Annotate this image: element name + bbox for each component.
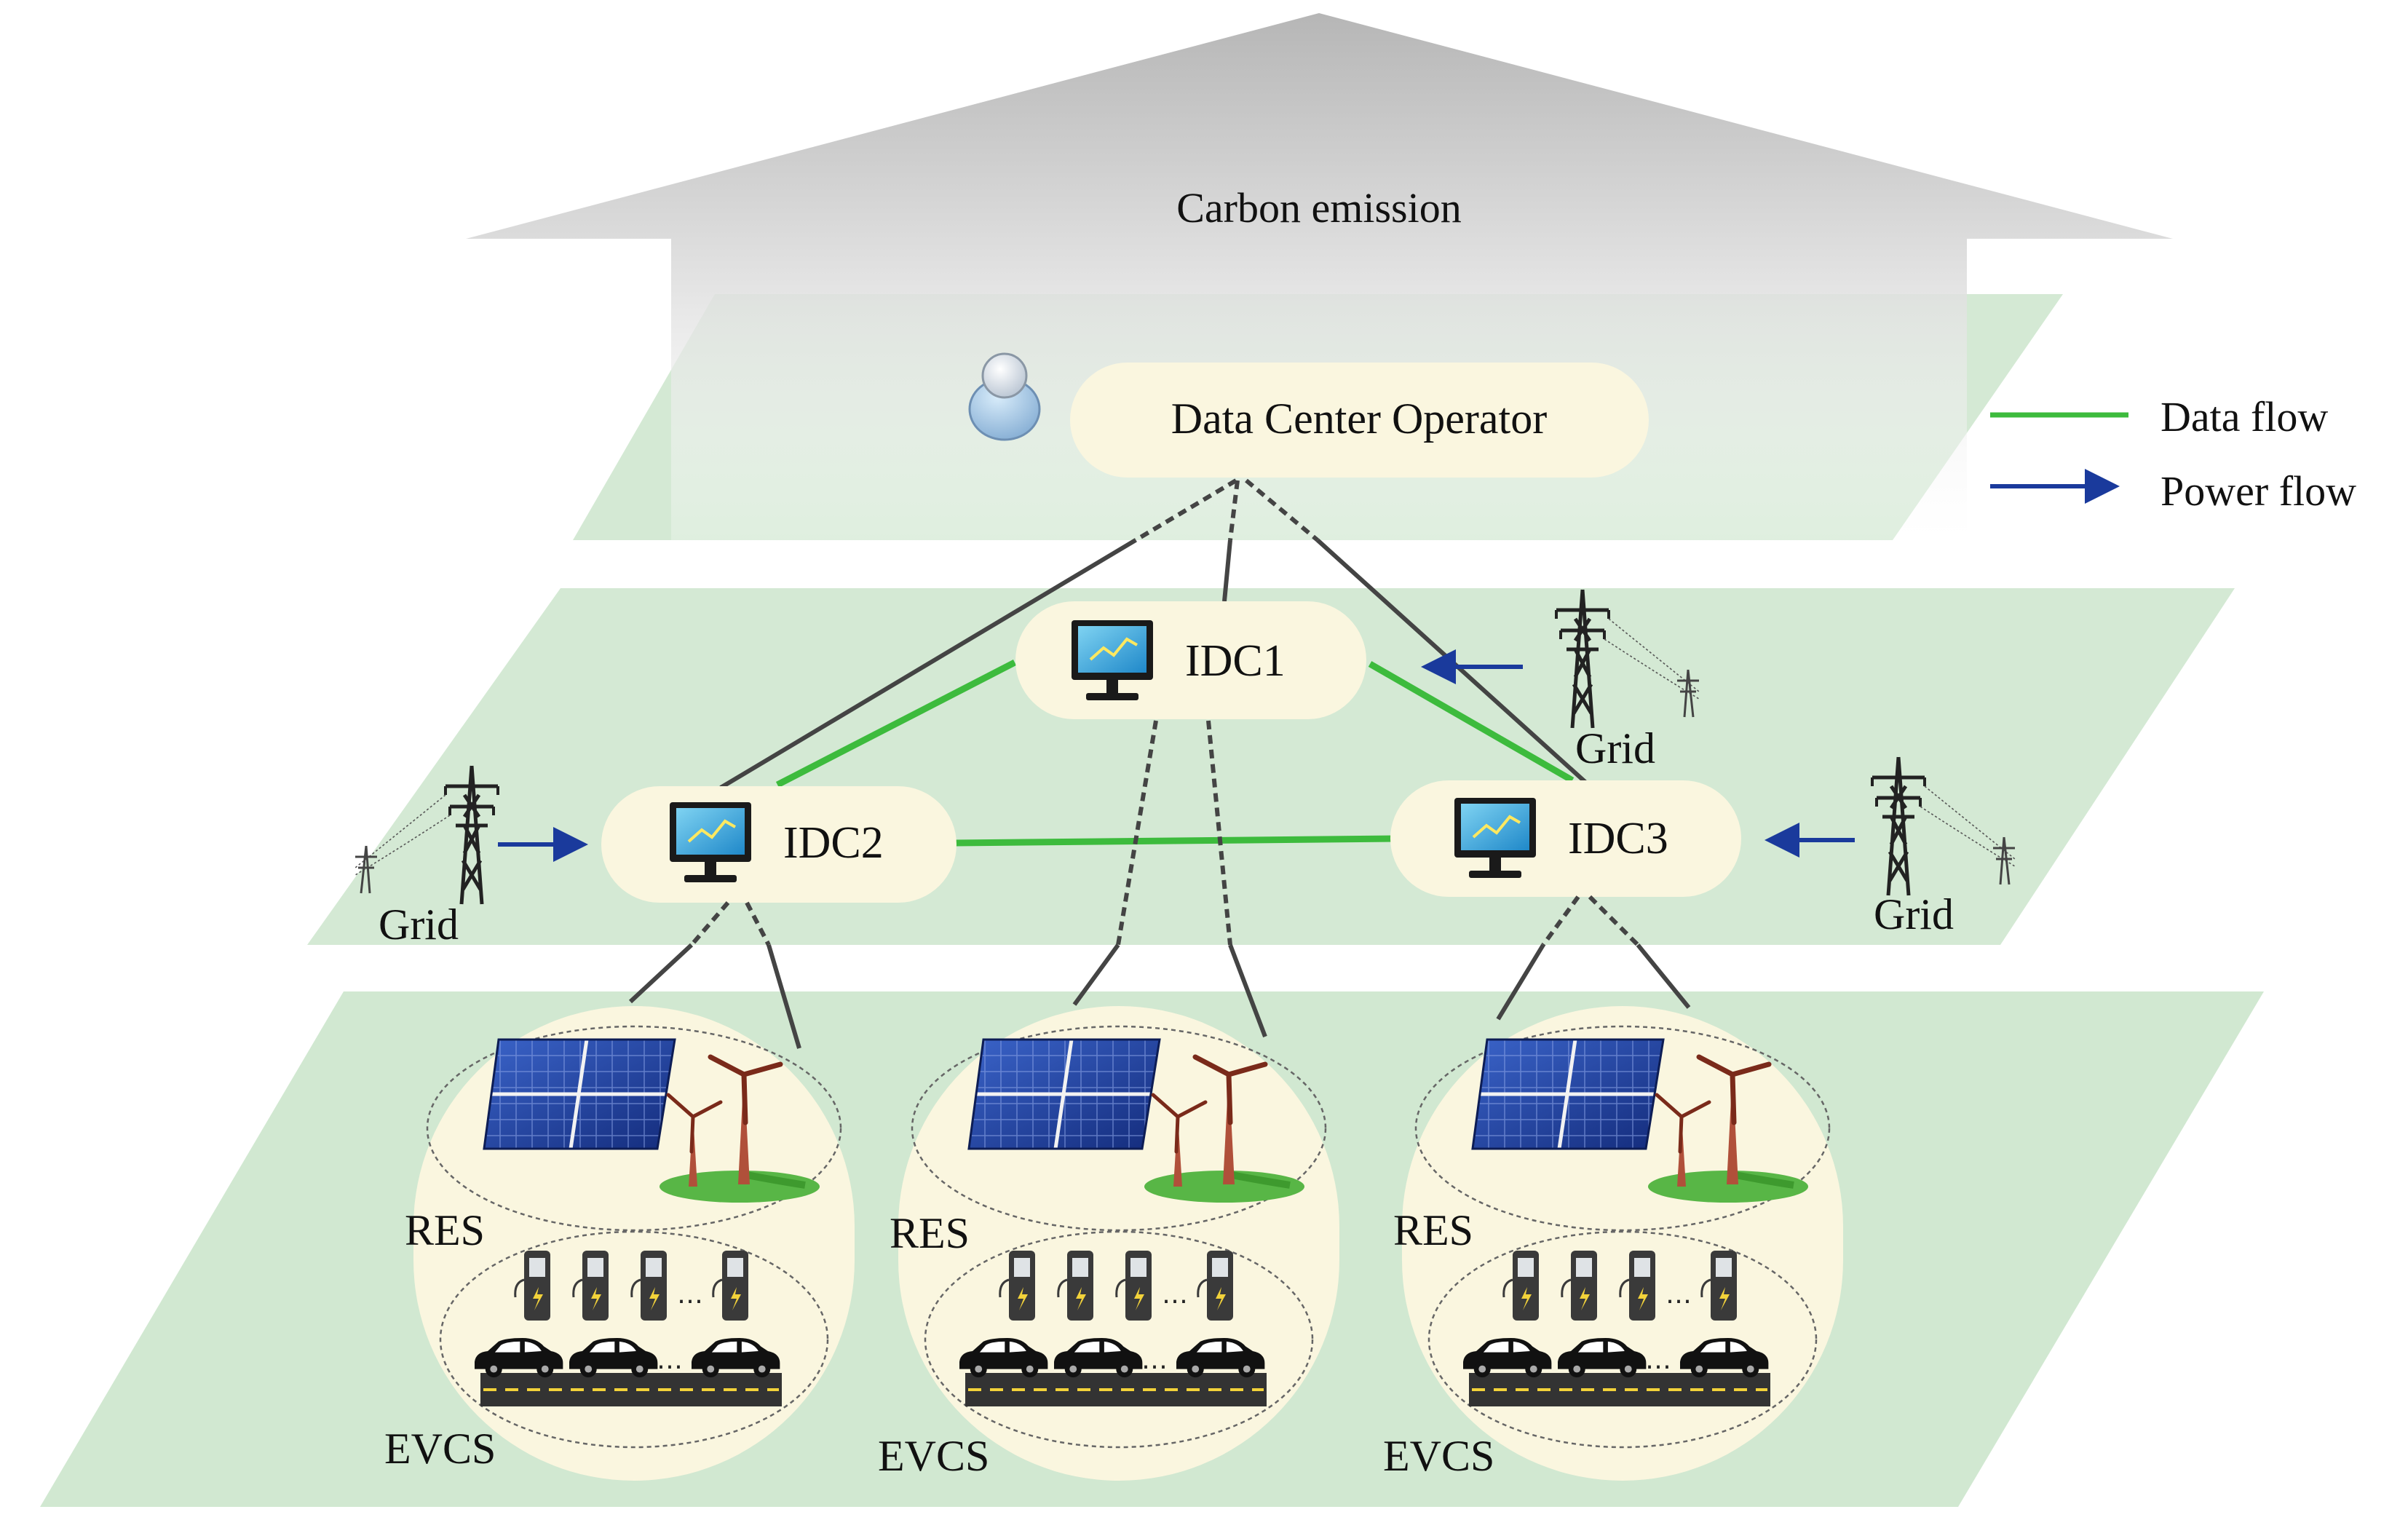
- legend-power-flow-label: Power flow: [2161, 467, 2356, 515]
- data-flow-links: [775, 659, 1575, 847]
- site-3-res-label: RES: [1393, 1206, 1473, 1254]
- site-1-res-label: RES: [405, 1206, 485, 1254]
- site-2-res-area: [911, 1025, 1327, 1232]
- site-2-res-label: RES: [890, 1209, 970, 1257]
- grid-right-label: Grid: [1874, 890, 1954, 938]
- site-3: RES … … EVCS: [1383, 1006, 1843, 1481]
- idc2-node: IDC2: [601, 786, 957, 903]
- idc1-label: IDC1: [1185, 636, 1286, 686]
- site-3-evcs-label: EVCS: [1383, 1432, 1494, 1480]
- site-2-evcs-label: EVCS: [878, 1432, 989, 1480]
- data-center-operator-node: [1070, 363, 1649, 478]
- carbon-emission-title: Carbon emission: [1176, 184, 1461, 231]
- svg-text:…: …: [1162, 1280, 1188, 1310]
- site-2-evcs-area: [924, 1230, 1314, 1449]
- site-1-evcs-label: EVCS: [384, 1425, 496, 1473]
- data-center-operator-label: Data Center Operator: [1171, 395, 1547, 443]
- site-3-evcs-area: [1427, 1230, 1818, 1449]
- grid-left: Grid: [355, 766, 588, 949]
- operator-person-icon: [968, 352, 1041, 441]
- site-3-solar-panel-icon: [1473, 1040, 1663, 1149]
- idc3-node: IDC3: [1390, 780, 1741, 897]
- site-1-evcs-area: [439, 1230, 829, 1449]
- site-3-charging-piles: …: [1502, 1249, 1738, 1322]
- site-2-charging-piles: …: [999, 1249, 1235, 1322]
- grid-top: Grid: [1421, 590, 1699, 772]
- legend-data-flow-label: Data flow: [2161, 393, 2328, 440]
- grid-left-label: Grid: [379, 900, 459, 949]
- site-1-res-area: [426, 1025, 842, 1232]
- idc-site-links: [628, 720, 1691, 1049]
- site-1-solar-panel-icon: [484, 1040, 675, 1149]
- svg-text:…: …: [1645, 1345, 1671, 1375]
- idc2-label: IDC2: [783, 818, 884, 868]
- site-1-charging-piles: …: [514, 1249, 750, 1322]
- legend: Data flow Power flow: [1990, 393, 2356, 515]
- idc1-node: IDC1: [1015, 601, 1366, 719]
- svg-text:…: …: [677, 1280, 703, 1310]
- site-1: RES … … EVCS: [384, 1006, 855, 1481]
- carbon-emission-arrow: [466, 13, 2173, 540]
- grid-top-label: Grid: [1575, 724, 1655, 772]
- svg-text:…: …: [1141, 1345, 1168, 1375]
- site-2: RES … … EVCS: [878, 1006, 1339, 1481]
- idc3-label: IDC3: [1568, 814, 1668, 863]
- svg-text:…: …: [1666, 1280, 1692, 1310]
- site-2-solar-panel-icon: [969, 1040, 1160, 1149]
- site-3-res-area: [1414, 1025, 1831, 1232]
- grid-right: Grid: [1765, 757, 2015, 938]
- svg-text:…: …: [657, 1345, 683, 1375]
